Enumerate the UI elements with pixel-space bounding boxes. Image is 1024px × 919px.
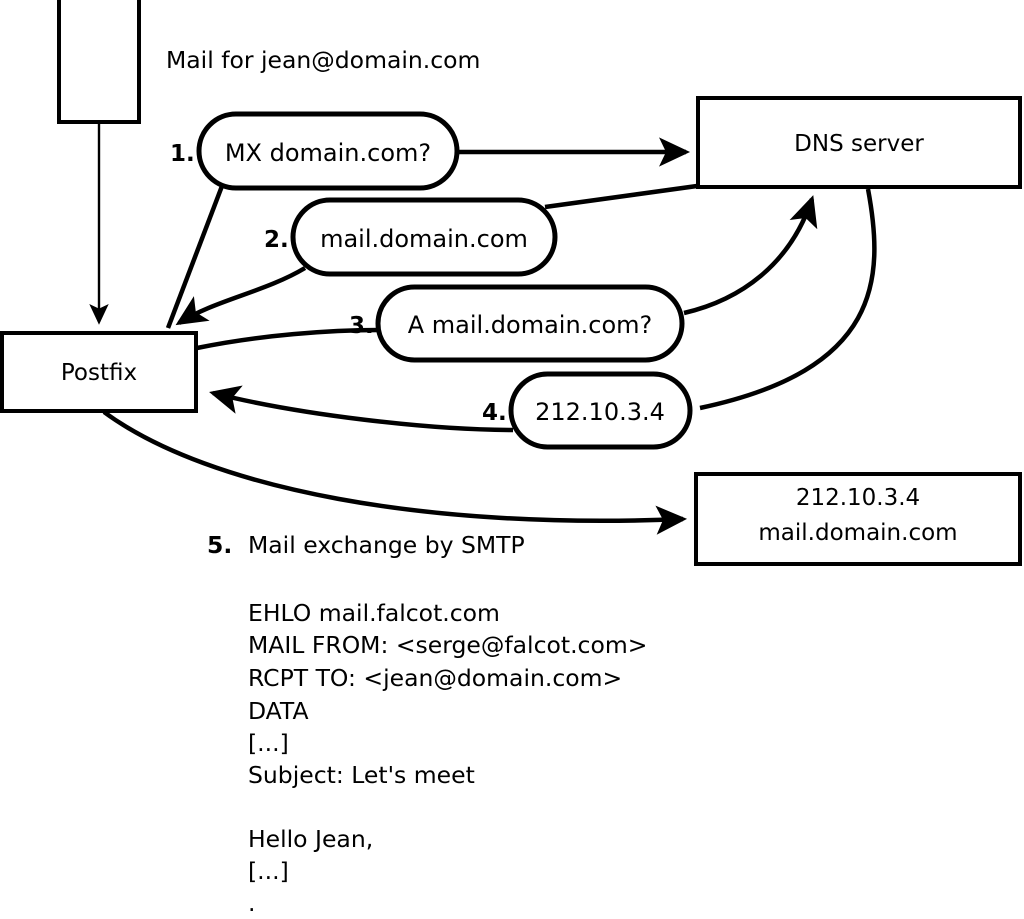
step3-label: A mail.domain.com?: [408, 311, 653, 339]
step4-number: 4.: [482, 400, 507, 426]
transcript-line-8: [...]: [248, 857, 289, 885]
edge-postfix-to-step3: [196, 327, 381, 351]
step2-number: 2.: [264, 227, 289, 253]
transcript-line-0: EHLO mail.falcot.com: [248, 599, 500, 627]
edge-postfix-to-target: [102, 410, 688, 535]
transcript-line-1: MAIL FROM: <serge@falcot.com>: [248, 631, 647, 659]
node-target-ip: 212.10.3.4: [796, 485, 920, 511]
node-postfix-box: [0, 331, 198, 413]
edge-step3-to-dns: [683, 195, 818, 316]
transcript-line-5: Subject: Let's meet: [248, 761, 475, 789]
transcript-line-2: RCPT TO: <jean@domain.com>: [248, 664, 622, 692]
node-postfix-label: Postfix: [61, 360, 137, 386]
transcript-line-7: Hello Jean,: [248, 825, 373, 853]
transcript-line-4: [...]: [248, 729, 289, 757]
step2-label: mail.domain.com: [320, 225, 528, 253]
node-dns-label: DNS server: [794, 131, 924, 157]
step5-number: 5.: [207, 531, 232, 559]
step1-bubble: [196, 111, 460, 191]
step1-number: 1.: [170, 141, 195, 167]
step5-label: Mail exchange by SMTP: [248, 531, 525, 559]
node-target-host: mail.domain.com: [758, 520, 957, 546]
node-source-box: [57, 0, 141, 124]
transcript-line-3: DATA: [248, 697, 309, 725]
step1-label: MX domain.com?: [225, 139, 431, 167]
step4-label: 212.10.3.4: [535, 398, 665, 426]
step2-bubble: [290, 197, 558, 277]
node-dns-box: [696, 96, 1022, 189]
edge-step2-to-postfix: [175, 266, 307, 326]
edge-dns-to-step2: [544, 183, 698, 210]
edge-dns-to-step4: [699, 188, 877, 411]
step4-bubble: [508, 371, 693, 450]
transcript-line-9: .: [248, 889, 255, 917]
mail-for-note: Mail for jean@domain.com: [166, 46, 480, 74]
step3-bubble: [375, 284, 685, 363]
node-target-box: [694, 472, 1022, 566]
edge-step4-to-postfix: [209, 385, 514, 433]
step3-number: 3.: [349, 313, 374, 339]
